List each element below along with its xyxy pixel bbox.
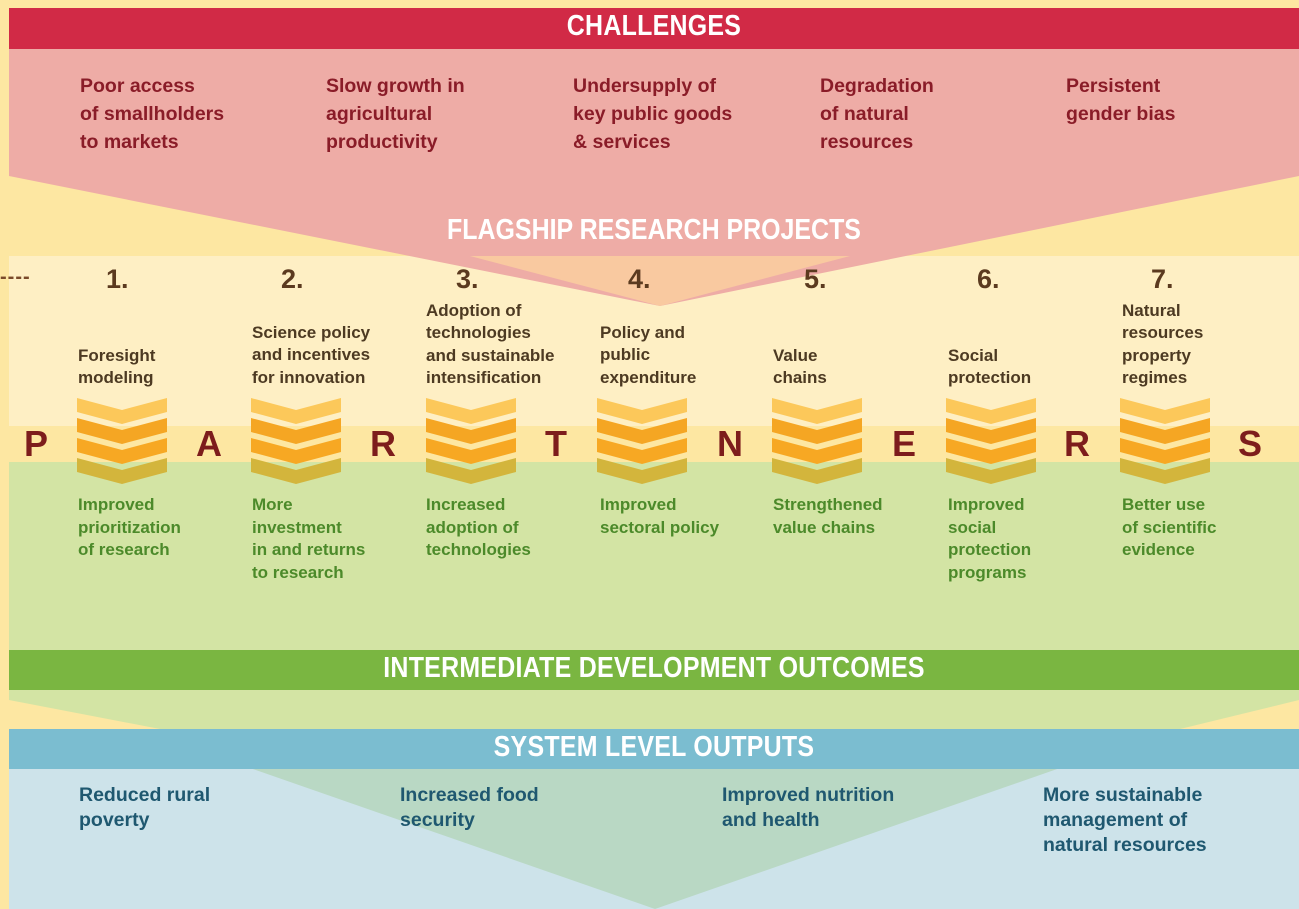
partners-letter: A <box>196 423 222 464</box>
project-number: 3. <box>456 264 479 294</box>
challenge-item: Poor access of smallholders to markets <box>80 75 225 153</box>
project-name: Policy and public expenditure <box>600 323 697 387</box>
project-number: 2. <box>281 264 304 294</box>
chevron-arrow-icon <box>597 398 687 484</box>
challenges-banner <box>9 8 1299 49</box>
project-outcome: Increased adoption of technologies <box>426 495 531 559</box>
chevron-arrow-icon <box>77 398 167 484</box>
outcomes-band <box>9 462 1299 650</box>
intermediate-title: INTERMEDIATE DEVELOPMENT OUTCOMES <box>383 652 925 684</box>
partners-letter: R <box>1064 423 1090 464</box>
chevron-arrow-icon <box>772 398 862 484</box>
system-output: Reduced rural poverty <box>79 784 211 831</box>
project-outcome: Better use of scientific evidence <box>1122 495 1217 559</box>
challenge-item: Persistent gender bias <box>1066 75 1176 125</box>
project-name: Science policy and incentives for innova… <box>252 323 371 387</box>
challenges-tip-overlap <box>470 256 850 306</box>
partners-letter: P <box>23 423 48 464</box>
project-name: Value chains <box>773 346 827 388</box>
chevron-arrow-icon <box>426 398 516 484</box>
partners-letter: R <box>370 423 396 464</box>
partners-letter: S <box>1237 423 1262 464</box>
partners-letter: E <box>891 423 916 464</box>
project-number: 4. <box>628 264 651 294</box>
project-name: Natural resources property regimes <box>1122 301 1204 387</box>
project-outcome: Improved sectoral policy <box>600 495 720 537</box>
connector-dashes: ---- <box>0 266 31 288</box>
system-title: SYSTEM LEVEL OUTPUTS <box>493 731 815 763</box>
intermediate-banner <box>9 650 1299 690</box>
partners-letter: T <box>545 423 567 464</box>
project-outcome: Improved social protection programs <box>948 495 1032 582</box>
flagship-title: FLAGSHIP RESEARCH PROJECTS <box>447 214 861 246</box>
partners-letter: N <box>717 423 743 464</box>
project-number: 6. <box>977 264 1000 294</box>
system-output: More sustainable management of natural r… <box>1043 784 1207 856</box>
project-outcome: Improved prioritization of research <box>78 495 181 559</box>
project-outcome: More investment in and returns to resear… <box>252 495 366 582</box>
project-outcome: Strengthened value chains <box>773 495 883 537</box>
challenge-item: Degradation of natural resources <box>820 75 934 153</box>
project-number: 7. <box>1151 264 1174 294</box>
system-banner <box>9 729 1299 769</box>
challenges-title: CHALLENGES <box>566 10 742 42</box>
system-output: Increased food security <box>400 784 539 831</box>
chevron-arrow-icon <box>946 398 1036 484</box>
project-number: 5. <box>804 264 827 294</box>
challenge-item: Undersupply of key public goods & servic… <box>573 75 733 153</box>
chevron-arrow-icon <box>1120 398 1210 484</box>
system-output: Improved nutrition and health <box>722 784 895 831</box>
system-funnel <box>250 768 1060 909</box>
intermediate-funnel <box>9 690 1299 729</box>
challenge-item: Slow growth in agricultural productivity <box>326 75 465 153</box>
challenges-funnel <box>9 49 1299 306</box>
project-name: Foresight modeling <box>78 346 156 388</box>
project-number: 1. <box>106 264 129 294</box>
project-name: Adoption of technologies and sustainable… <box>426 301 555 387</box>
chevron-arrow-icon <box>251 398 341 484</box>
project-name: Social protection <box>948 346 1032 388</box>
